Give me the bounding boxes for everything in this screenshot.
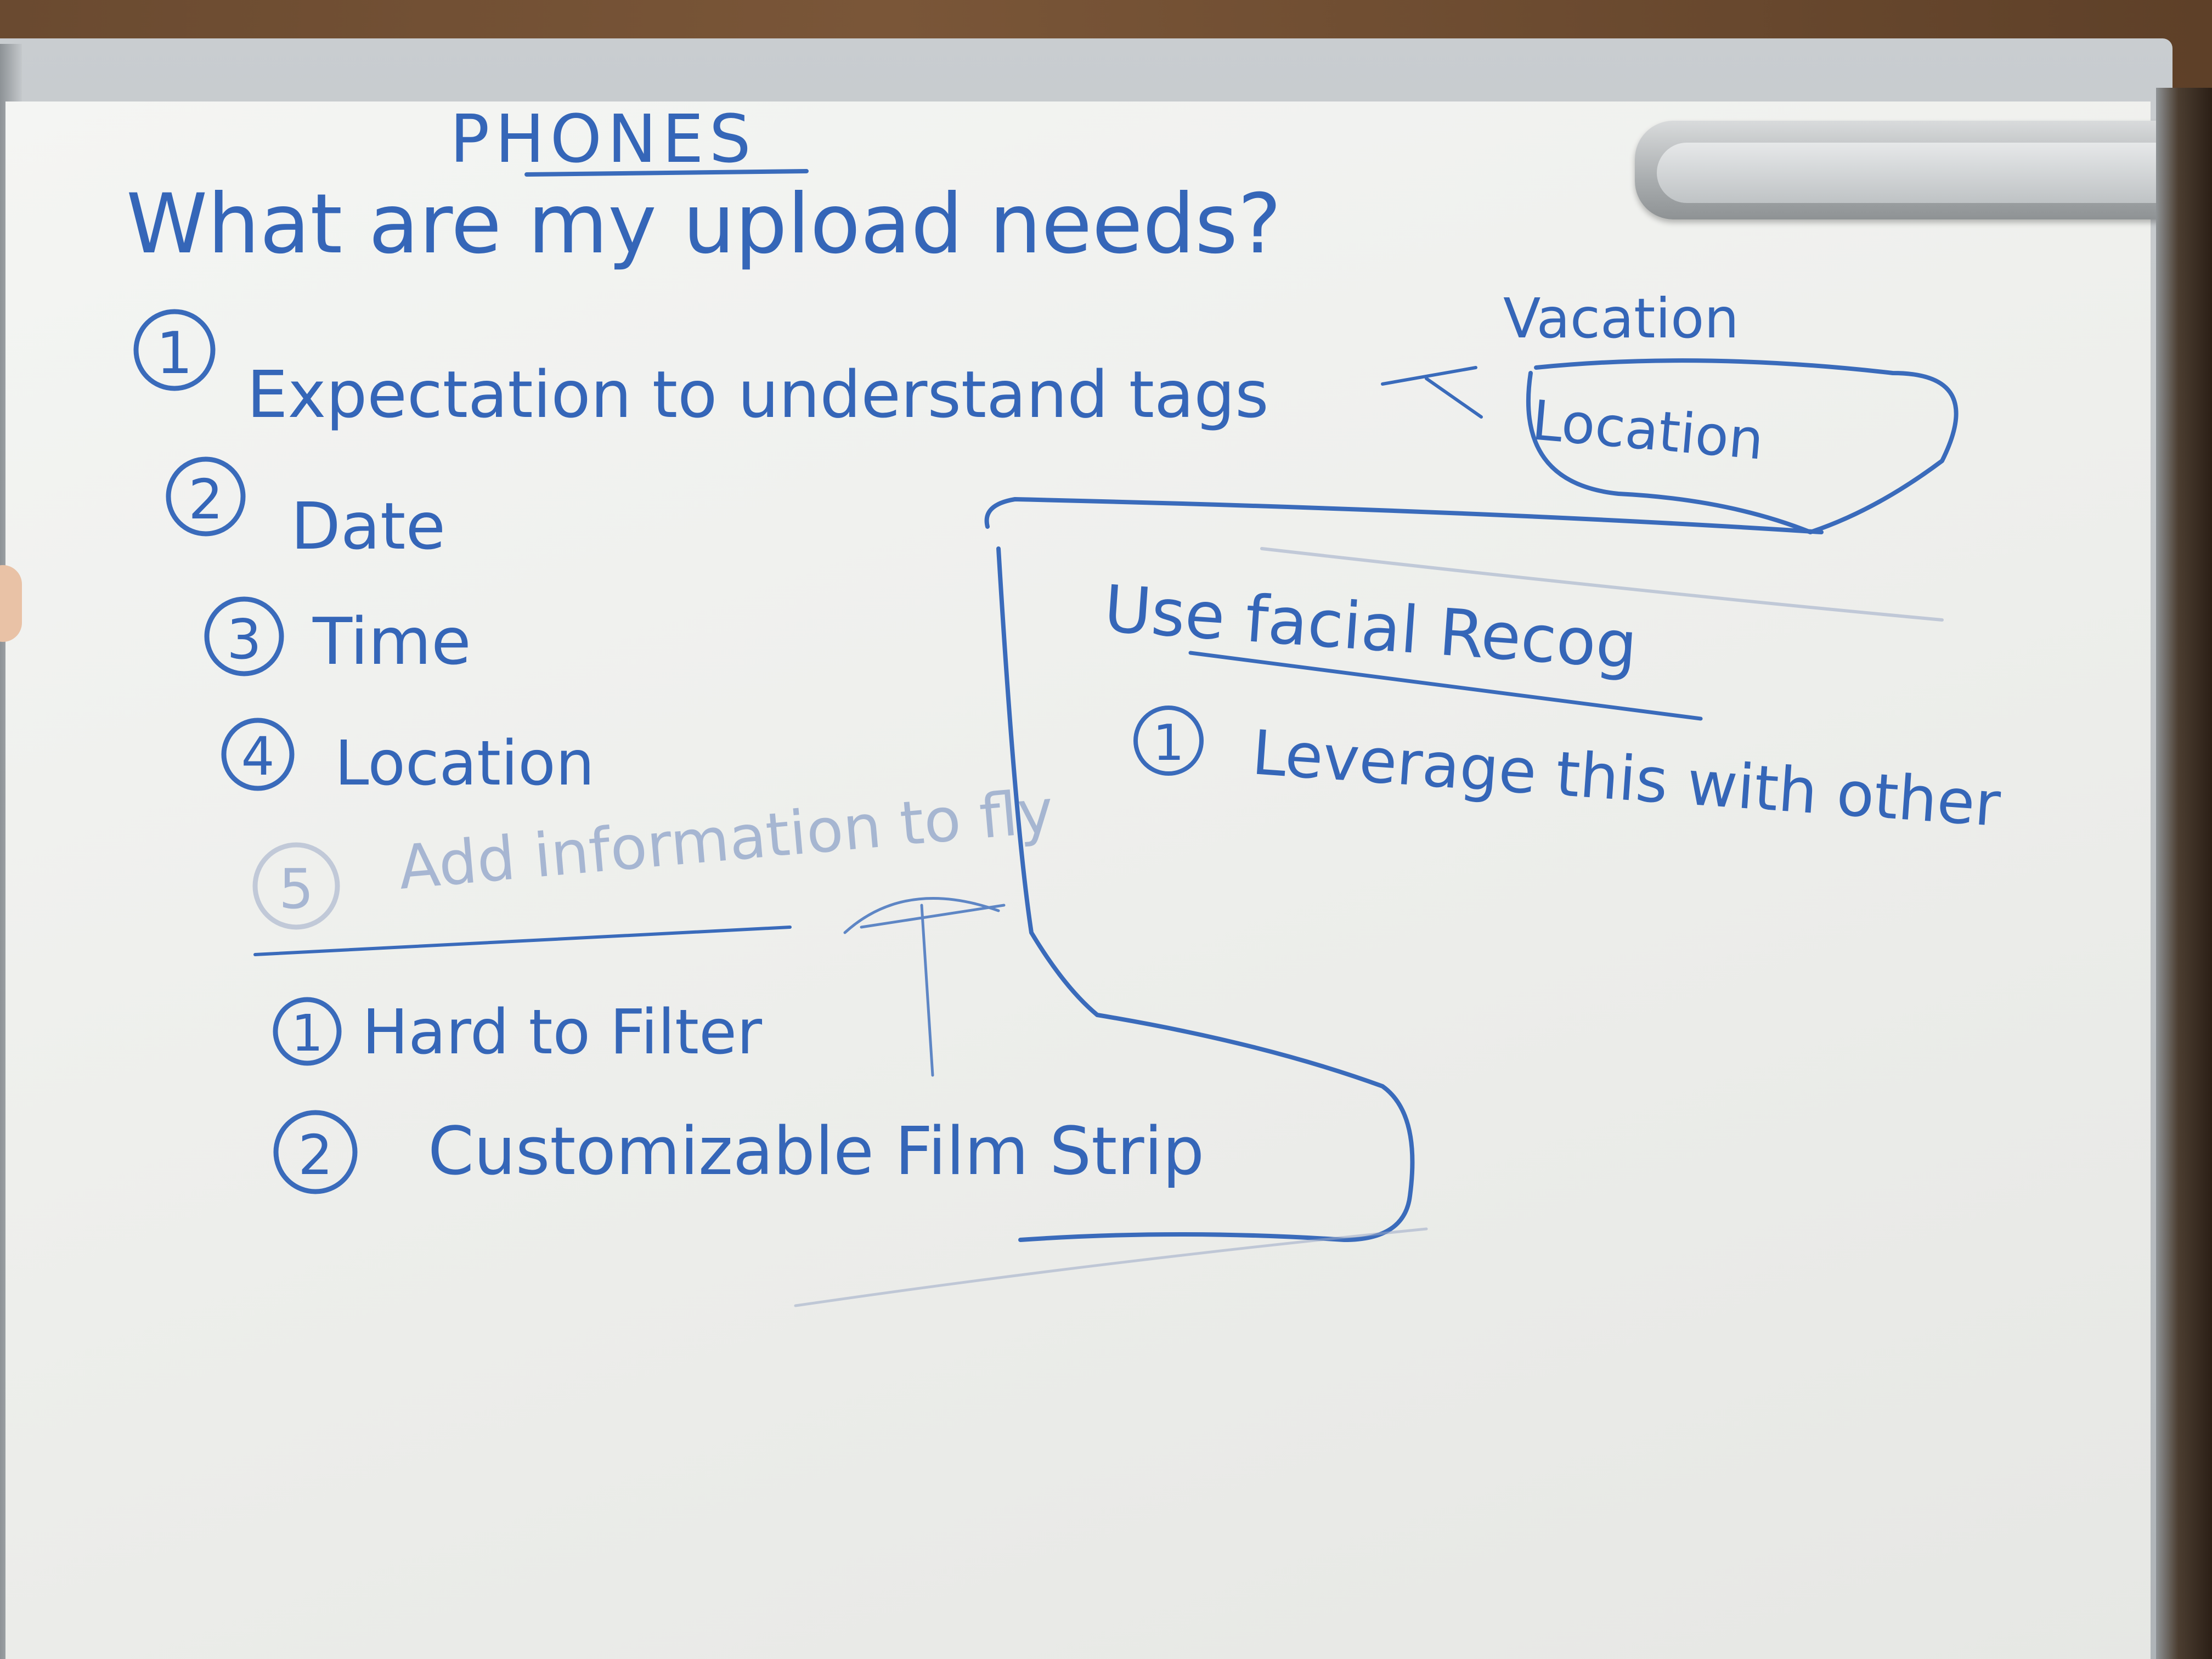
panel-heading: Use facial Recog xyxy=(1102,571,1640,684)
question-text: What are my upload needs? xyxy=(126,177,1282,272)
panel-item-text: Leverage this with other xyxy=(1250,717,2003,840)
panel-number-circle xyxy=(1133,706,1204,776)
divider-line xyxy=(253,926,792,956)
bubble-pointer xyxy=(1381,366,1483,419)
list-number-circle xyxy=(221,718,295,791)
list-item-text: Location xyxy=(335,728,595,799)
list-item-text: Date xyxy=(291,488,445,564)
sublist-number-circle xyxy=(273,1110,358,1194)
list-item-text: Expectation to understand tags xyxy=(247,357,1269,432)
whiteboard-right-edge xyxy=(2156,88,2212,1659)
list-number: 2 xyxy=(188,467,223,532)
marker-clip-face xyxy=(1657,143,2183,203)
sublist-number: 2 xyxy=(298,1123,333,1187)
list-item-text: Time xyxy=(312,603,471,679)
list-number-circle-erased xyxy=(252,842,340,930)
title-text: PHONES xyxy=(450,101,757,178)
list-number: 3 xyxy=(227,607,262,672)
list-number-circle xyxy=(166,456,246,537)
bubble-inside-text: Location xyxy=(1530,388,1767,472)
whiteboard-surface xyxy=(5,101,2151,1659)
panel-heading-underline xyxy=(1188,651,1703,721)
list-number: 1 xyxy=(156,320,193,387)
list-number: 4 xyxy=(241,726,274,787)
list-number-erased: 5 xyxy=(279,857,314,921)
hand xyxy=(0,565,22,642)
smear-line xyxy=(794,1227,1428,1307)
list-number-circle xyxy=(204,596,284,676)
list-number-circle xyxy=(133,309,216,391)
doodle xyxy=(843,897,1006,1077)
panel-outline xyxy=(984,497,1824,1242)
bubble-outline xyxy=(1526,358,1959,534)
marker-clip xyxy=(1635,121,2200,230)
panel-faint-line xyxy=(1260,547,1944,622)
sublist-number-circle xyxy=(273,997,342,1066)
panel-number: 1 xyxy=(1153,714,1184,772)
sublist-item-text: Hard to Filter xyxy=(362,997,763,1068)
sublist-number: 1 xyxy=(291,1004,324,1063)
title-underline xyxy=(524,169,809,177)
bubble-top-text: Vacation xyxy=(1503,286,1739,351)
sublist-item-text: Customizable Film Strip xyxy=(428,1114,1204,1190)
